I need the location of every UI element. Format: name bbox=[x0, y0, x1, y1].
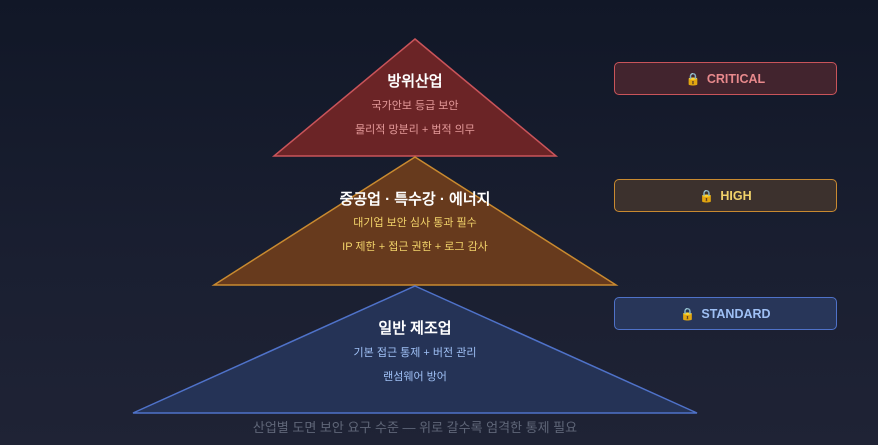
badge-high: 🔒 HIGH bbox=[614, 179, 837, 212]
tier-high-shape bbox=[211, 156, 619, 286]
tier-critical-title: 방위산업 bbox=[387, 73, 443, 90]
tier-high-title: 중공업 · 특수강 · 에너지 bbox=[339, 191, 491, 208]
tier-standard-title: 일반 제조업 bbox=[378, 320, 452, 337]
badge-label: STANDARD bbox=[701, 306, 771, 321]
footer-caption: 산업별 도면 보안 요구 수준 — 위로 갈수록 엄격한 통제 필요 bbox=[252, 420, 578, 435]
tier-standard-line: 기본 접근 통제 + 버전 관리 bbox=[353, 347, 477, 359]
lock-icon: 🔒 bbox=[680, 306, 696, 321]
lock-icon: 🔒 bbox=[699, 188, 715, 203]
badge-label: CRITICAL bbox=[706, 71, 766, 86]
badge-critical: 🔒 CRITICAL bbox=[614, 62, 837, 95]
tier-standard-shape bbox=[132, 285, 698, 414]
badge-label: HIGH bbox=[720, 188, 752, 203]
tier-standard-line: 랜섬웨어 방어 bbox=[383, 371, 447, 383]
lock-icon: 🔒 bbox=[685, 71, 701, 86]
tier-critical-shape bbox=[271, 38, 559, 157]
tier-critical-line: 물리적 망분리 + 법적 의무 bbox=[355, 124, 475, 136]
badge-standard: 🔒 STANDARD bbox=[614, 297, 837, 330]
tier-critical-line: 국가안보 등급 보안 bbox=[371, 100, 459, 112]
tier-high-line: 대기업 보안 심사 통과 필수 bbox=[353, 217, 477, 229]
tier-high-line: IP 제한 + 접근 권한 + 로그 감사 bbox=[342, 241, 488, 253]
